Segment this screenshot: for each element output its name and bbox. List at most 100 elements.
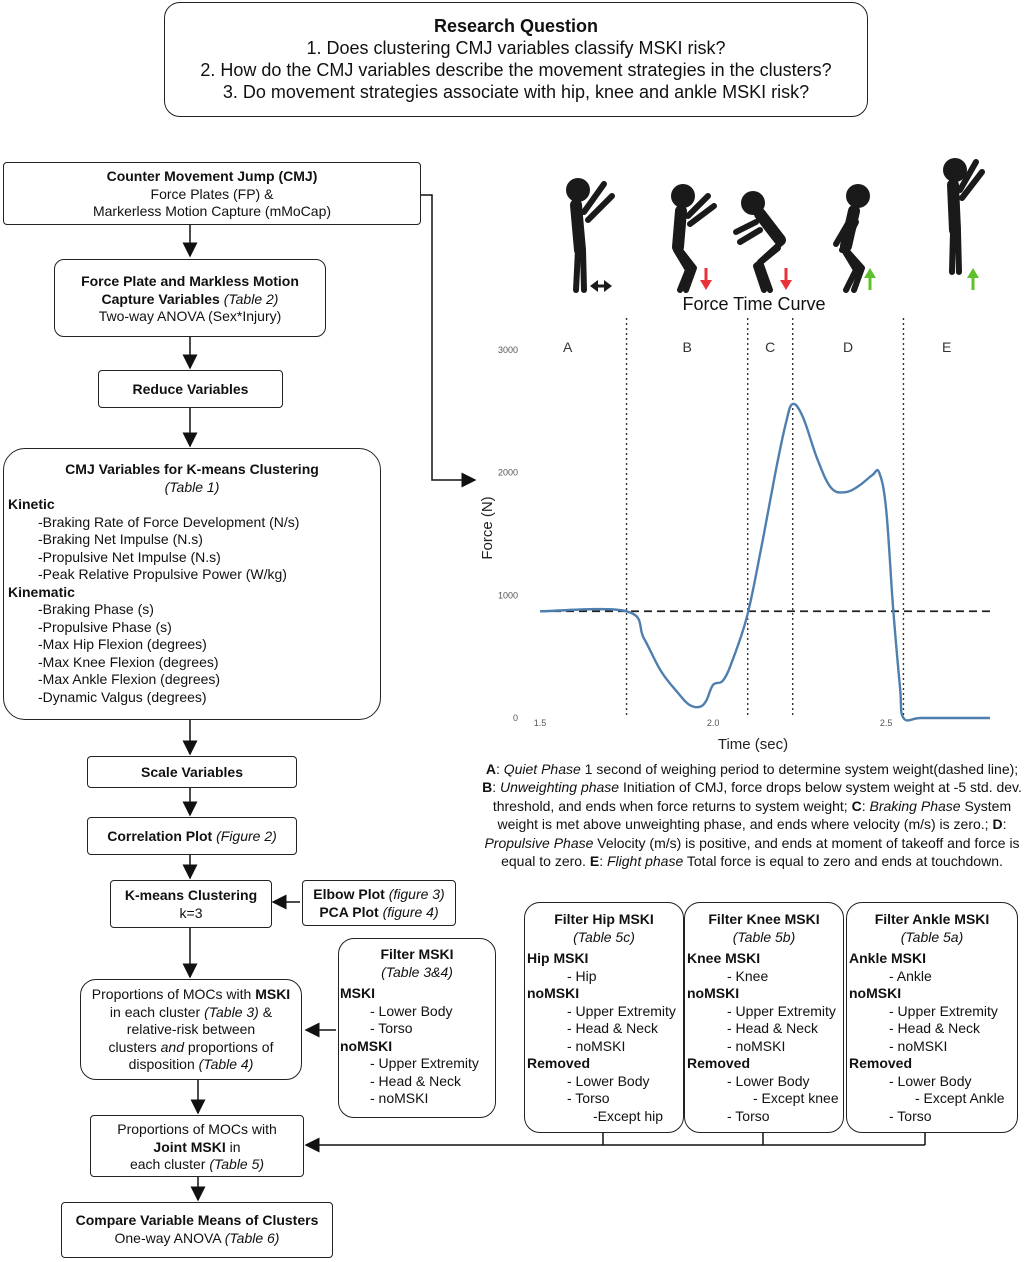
fp-title1: Force Plate and Markless Motion — [81, 273, 299, 289]
cmj-line1: Force Plates (FP) & — [150, 185, 274, 202]
elbow-ref: (figure 3) — [388, 886, 445, 902]
force-curve-line — [539, 402, 990, 722]
phase-b-name: Unweighting phase — [500, 779, 620, 796]
phase-description: A: Quiet Phase 1 second of weighing peri… — [482, 761, 1022, 870]
hip-mski-item: - Hip — [567, 967, 597, 984]
y-tick-label: 3000 — [498, 345, 518, 355]
pca-label: PCA Plot — [319, 903, 379, 920]
joint-l2: Joint MSKI — [153, 1138, 226, 1155]
filter-knee-title: Filter Knee MSKI — [708, 911, 820, 927]
research-question-box: Research Question 1. Does clustering CMJ… — [164, 2, 868, 117]
fp-line: Two-way ANOVA (Sex*Injury) — [98, 308, 282, 324]
filter-ankle-ref: (Table 5a) — [900, 928, 964, 945]
elbow-label: Elbow Plot — [313, 886, 385, 902]
kinematic-item: -Max Knee Flexion (degrees) — [38, 653, 219, 670]
elbow-pca-box: Elbow Plot (figure 3) PCA Plot (figure 4… — [302, 880, 456, 926]
kinetic-item: -Peak Relative Propulsive Power (W/kg) — [38, 566, 287, 582]
figure-braking — [733, 191, 786, 293]
filter-hip-title: Filter Hip MSKI — [554, 911, 654, 927]
phase-a-text: 1 second of weighing period to determine… — [580, 761, 1019, 777]
pca-ref: (figure 4) — [382, 903, 439, 920]
joint-l3: each cluster — [129, 1156, 206, 1172]
proportions-box: Proportions of MOCs with MSKI in each cl… — [80, 979, 302, 1080]
prop-l2ref: (Table 3) — [204, 1003, 259, 1020]
ankle-removed-item: - Torso — [889, 1107, 932, 1124]
figure-propulsive — [833, 184, 870, 293]
hip-except: -Except hip — [593, 1107, 664, 1124]
phase-label: D — [843, 339, 853, 355]
phase-c-text: System weight is met above unweighting p… — [497, 797, 1012, 833]
up-arrow-icon — [967, 268, 979, 290]
knee-mski-header: Knee MSKI — [687, 950, 761, 966]
prop-l1a: Proportions of MOCs with — [91, 986, 256, 1002]
kinematic-item: -Max Hip Flexion (degrees) — [38, 636, 207, 652]
fp-variables-box: Force Plate and Markless Motion Capture … — [54, 259, 326, 337]
phase-label: E — [942, 339, 951, 355]
kinematic-item: -Dynamic Valgus (degrees) — [38, 688, 207, 705]
hip-nomski-item: - noMSKI — [567, 1037, 626, 1054]
knee-nomski-item: - Upper Extremity — [727, 1002, 836, 1019]
down-arrow-icon — [700, 268, 712, 290]
prop-l4c: proportions of — [183, 1038, 274, 1055]
ankle-nomski-item: - noMSKI — [889, 1037, 948, 1054]
phase-c-name: Braking Phase — [869, 797, 961, 814]
filter-mski-title: Filter MSKI — [380, 946, 454, 962]
y-tick-label: 1000 — [498, 590, 518, 600]
kmvars-ref: (Table 1) — [164, 478, 220, 495]
knee-nomski-item: - noMSKI — [727, 1037, 786, 1054]
hip-nomski-item: - Head & Neck — [567, 1020, 659, 1036]
phase-e-name: Flight phase — [606, 853, 684, 870]
phase-label: B — [682, 339, 691, 355]
research-title: Research Question — [433, 16, 599, 36]
filter-mski-ref: (Table 3&4) — [381, 963, 453, 980]
ankle-except: - Except Ankle — [915, 1090, 1005, 1106]
x-tick-label: 2.0 — [707, 718, 720, 728]
kinetic-item: -Propulsive Net Impulse (N.s) — [38, 548, 221, 565]
prop-l2b: & — [258, 1003, 273, 1020]
knee-removed-item: - Torso — [727, 1107, 770, 1124]
filter-knee-box: Filter Knee MSKI (Table 5b) Knee MSKI - … — [684, 902, 844, 1133]
research-q1: 1. Does clustering CMJ variables classif… — [306, 38, 726, 58]
x-axis-label: Time (sec) — [718, 736, 788, 753]
phase-b-text: Initiation of CMJ, force drops below sys… — [492, 779, 1022, 814]
phase-label: A — [563, 339, 573, 355]
kmeans-variables-box: CMJ Variables for K-means Clustering (Ta… — [3, 448, 381, 720]
nomski-item: - Upper Extremity — [370, 1055, 479, 1071]
nomski-header: noMSKI — [340, 1037, 393, 1054]
y-tick-label: 2000 — [498, 468, 518, 478]
ankle-nomski-item: - Head & Neck — [889, 1020, 981, 1036]
phase-label: C — [765, 339, 775, 355]
kinetic-item: -Braking Rate of Force Development (N/s) — [38, 513, 300, 530]
hip-nomski-header: noMSKI — [527, 985, 580, 1001]
reduce-variables-box: Reduce Variables — [98, 370, 283, 408]
phase-e-key: E — [589, 853, 600, 870]
ankle-removed-item: - Lower Body — [889, 1072, 972, 1089]
ankle-mski-item: - Ankle — [889, 967, 932, 984]
joint-mski-box: Proportions of MOCs with Joint MSKI in e… — [90, 1115, 304, 1177]
double-arrow-icon — [590, 280, 612, 292]
compare-means-box: Compare Variable Means of Clusters One-w… — [61, 1202, 333, 1258]
figure-unweighting — [671, 184, 717, 293]
kinetic-header: Kinetic — [8, 496, 55, 512]
mski-item: - Torso — [370, 1020, 413, 1036]
fp-title2: Capture Variables — [101, 290, 220, 307]
hip-removed-header: Removed — [527, 1055, 591, 1071]
phase-e-text: Total force is equal to zero and ends at… — [683, 853, 1003, 870]
kmvars-title: CMJ Variables for K-means Clustering — [65, 461, 319, 477]
prop-l5ref: (Table 4) — [198, 1056, 254, 1072]
phase-a-name: Quiet Phase — [503, 761, 581, 777]
filter-ankle-title: Filter Ankle MSKI — [874, 911, 990, 927]
fp-ref: (Table 2) — [223, 290, 279, 307]
kmeans-clustering-box: K-means Clustering k=3 — [110, 880, 272, 928]
down-arrow-icon — [780, 268, 792, 290]
prop-l2: in each cluster — [109, 1003, 201, 1020]
phase-a-key: A — [485, 761, 496, 777]
prop-l4a: clusters — [108, 1038, 161, 1055]
knee-removed-item: - Lower Body — [727, 1072, 810, 1089]
y-tick-label: 0 — [513, 713, 518, 723]
compare-line: One-way ANOVA — [114, 1229, 221, 1246]
filter-ankle-box: Filter Ankle MSKI (Table 5a) Ankle MSKI … — [846, 902, 1018, 1133]
kinematic-header: Kinematic — [8, 583, 75, 600]
